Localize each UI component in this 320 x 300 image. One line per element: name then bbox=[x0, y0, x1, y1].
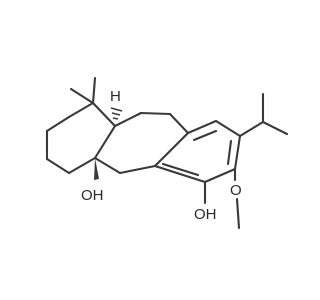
aromatic-oh-label: OH bbox=[194, 206, 217, 223]
bond bbox=[161, 162, 200, 177]
bond bbox=[45, 115, 71, 133]
bond bbox=[214, 119, 242, 138]
hash bbox=[111, 112, 121, 116]
bond bbox=[186, 119, 218, 135]
ring-fusion-bond bbox=[93, 124, 117, 160]
methoxy-group: O bbox=[230, 167, 242, 230]
aromatic-ring bbox=[153, 119, 242, 184]
bond bbox=[153, 131, 190, 168]
ether-oxygen-label: O bbox=[230, 182, 242, 199]
bond bbox=[139, 111, 172, 116]
bond bbox=[118, 164, 157, 175]
stereo-h-label: H bbox=[110, 88, 121, 105]
bond bbox=[235, 197, 241, 230]
bond bbox=[153, 164, 207, 184]
cycloheptane-ring bbox=[93, 111, 190, 175]
isopropyl-group bbox=[238, 92, 289, 138]
bond bbox=[168, 112, 190, 135]
wedge-bond: OH bbox=[81, 158, 104, 204]
bond bbox=[113, 111, 143, 128]
bond bbox=[93, 156, 122, 175]
bond bbox=[226, 139, 233, 166]
bond bbox=[238, 120, 265, 138]
gem-dimethyl bbox=[69, 76, 97, 105]
ring-oh-label: OH bbox=[81, 187, 104, 204]
bond bbox=[91, 76, 97, 105]
bond bbox=[91, 101, 117, 128]
cyclohexane-ring bbox=[45, 101, 97, 175]
bond bbox=[233, 134, 242, 171]
bond bbox=[203, 167, 237, 184]
bond bbox=[69, 87, 95, 105]
wedge bbox=[94, 158, 99, 180]
aromatic-hydroxyl: OH bbox=[194, 180, 217, 223]
hashed-bond bbox=[91, 101, 117, 128]
hash bbox=[110, 107, 123, 112]
bond bbox=[192, 129, 218, 142]
bond bbox=[67, 101, 95, 119]
bond bbox=[45, 157, 71, 175]
bond bbox=[261, 120, 289, 136]
stereo-h-hash bbox=[110, 107, 123, 120]
hash bbox=[112, 117, 119, 120]
chemical-structure: H O OH OH bbox=[45, 76, 289, 230]
bond bbox=[67, 156, 97, 175]
